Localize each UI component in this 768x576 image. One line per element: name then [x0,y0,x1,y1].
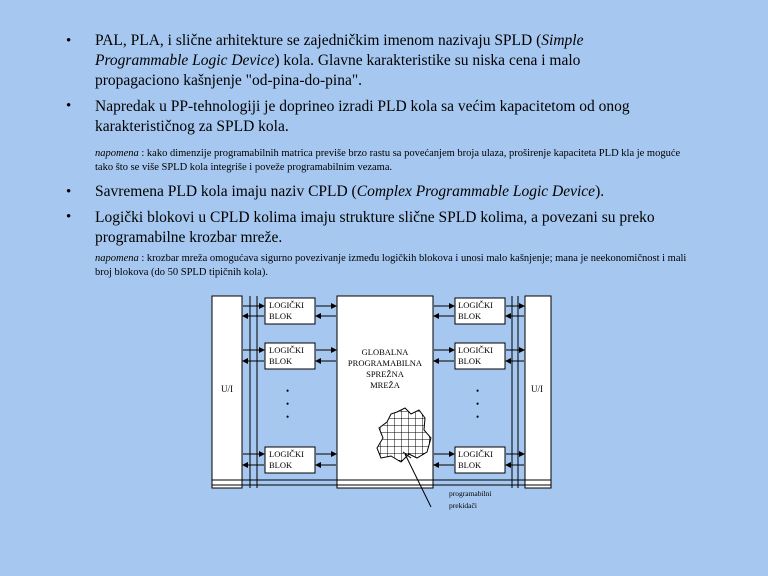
logic-block [454,446,506,474]
interconnect-label: PROGRAMABILNA [348,358,423,368]
ellipsis-dot: • [476,412,479,422]
logic-block [264,446,316,474]
logic-block-label: LOGIČKI [458,300,493,310]
logic-block-label: BLOK [269,460,293,470]
bullet-marker: • [66,209,72,225]
logic-block [454,342,506,370]
note-text: : kako dimenzije programabilnih matrica … [95,148,681,173]
logic-block-label: LOGIČKI [269,300,304,310]
note-label: napomena [95,253,139,264]
logic-block [264,342,316,370]
bullet-text-pp-tech: Napredak u PP-tehnologiji je doprineo iz… [95,98,630,135]
bullet-marker: • [66,184,72,200]
bullet-marker: • [66,33,72,49]
logic-block-label: BLOK [458,356,482,366]
logic-block-label: LOGIČKI [458,449,493,459]
bullet-text-logic-blocks: Logički blokovi u CPLD kolima imaju stru… [95,209,655,246]
bullet-text-post: ). [595,183,605,200]
logic-block-label: BLOK [458,460,482,470]
bullet-marker: • [66,98,72,114]
note-crossbar: napomena : krozbar mreža omogućava sigur… [95,252,695,280]
bullet-text-post: ) kola. Glavne karakteristike su niska c… [95,52,581,89]
programmable-switch-mesh [376,407,432,463]
logic-block-label: BLOK [269,311,293,321]
io-right-label: U/I [531,384,543,394]
bullet-term-spld: Simple Programmable Logic Device [95,32,584,69]
ellipsis-dot: • [476,386,479,396]
note-matrix: napomena : kako dimenzije programabilnih… [95,147,695,175]
callout-line [404,453,432,508]
logic-block [454,297,506,325]
logic-block-label: BLOK [269,356,293,366]
io-left-block [211,295,243,489]
logic-block [264,297,316,325]
note-text: : krozbar mreža omogućava sigurno povezi… [95,253,687,278]
bullet-text-spld: PAL, PLA, i slične arhitekture se zajedn… [95,31,655,91]
cpld-block-diagram: U/I U/I LOGIČKI BLOK LOGIČKI BLOK LOGIČK… [211,295,552,510]
bullet-term-cpld: Complex Programmable Logic Device [356,183,596,200]
interconnect-label: SPREŽNA [366,369,405,379]
logic-block-label: BLOK [458,311,482,321]
ellipsis-dot: • [476,399,479,409]
callout-label: programabilni [449,489,492,498]
global-interconnect-block [336,295,434,489]
io-right-block [524,295,552,489]
logic-block-label: LOGIČKI [458,345,493,355]
interconnect-label: GLOBALNA [362,347,410,357]
logic-block-label: LOGIČKI [269,345,304,355]
bullet-text-pre: Savremena PLD kola imaju naziv CPLD ( [95,183,357,200]
ellipsis-dot: • [286,386,289,396]
note-label: napomena [95,148,139,159]
ellipsis-dot: • [286,412,289,422]
bullet-text-cpld: Savremena PLD kola imaju naziv CPLD (Com… [95,182,655,202]
logic-block-label: LOGIČKI [269,449,304,459]
ellipsis-dot: • [286,399,289,409]
io-left-label: U/I [221,384,233,394]
interconnect-label: MREŽA [370,380,401,390]
callout-label: prekidači [449,501,477,510]
bullet-text-pre: PAL, PLA, i slične arhitekture se zajedn… [95,32,542,49]
